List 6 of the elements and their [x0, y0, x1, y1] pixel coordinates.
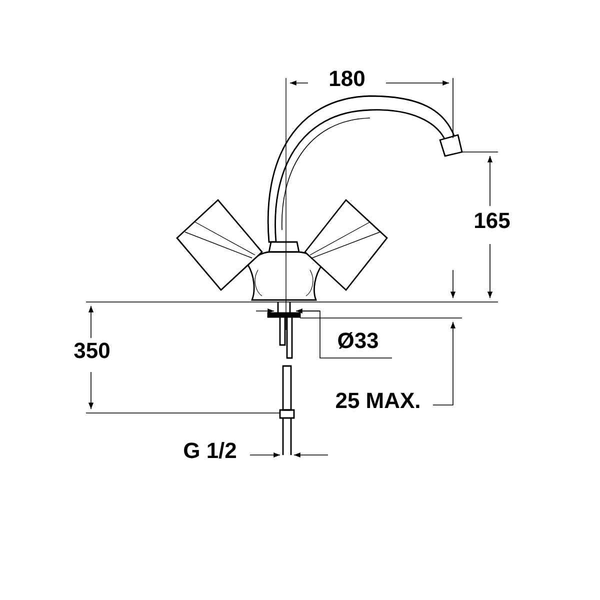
dimension-label: G 1/2: [182, 440, 238, 462]
dimension-label: 25 MAX.: [334, 390, 422, 412]
dimension-label: 165: [472, 210, 512, 232]
dimension-label: 350: [72, 340, 112, 362]
dimension-label: Ø33: [336, 330, 380, 352]
dimension-label: 180: [328, 68, 366, 90]
